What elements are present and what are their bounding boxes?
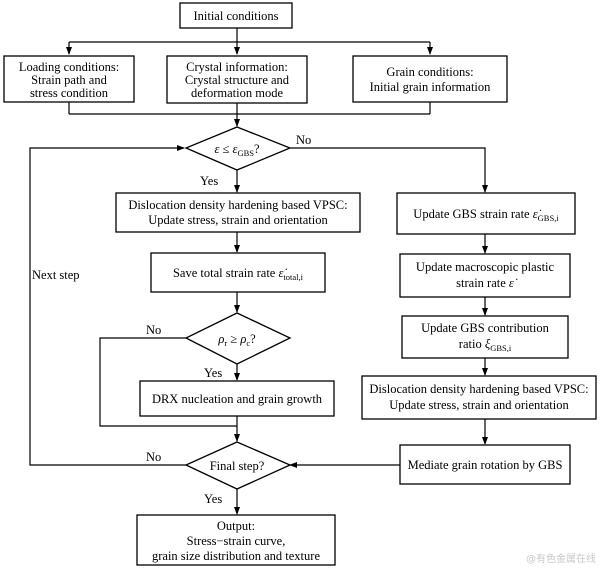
update-macro-line1: Update macroscopic plastic — [416, 260, 555, 274]
connectors — [29, 28, 488, 515]
no-label-rho: No — [146, 323, 161, 337]
initial-conditions-label: Initial conditions — [193, 9, 278, 23]
crystal-line1: Crystal information: — [186, 60, 288, 74]
final-step-diamond: Final step? — [184, 441, 292, 490]
watermark: @有色金属在线 — [526, 552, 596, 565]
decision-gbs-diamond: ε ≤ εGBS? — [184, 126, 292, 171]
final-step-text: Final step? — [210, 459, 265, 473]
update-ratio-line2: ratio ξGBS,i — [459, 337, 512, 353]
vpsc-left-line2: Update stress, strain and orientation — [148, 213, 328, 227]
vpsc-left-line1: Dislocation density hardening based VPSC… — [128, 198, 347, 212]
crystal-line2: Crystal structure and — [185, 73, 290, 87]
output-box: Output: Stress−strain curve, grain size … — [136, 514, 336, 566]
update-ratio-line1: Update GBS contribution — [421, 321, 550, 335]
loading-line2: Strain path and — [31, 73, 107, 87]
output-line2: Stress−strain curve, — [187, 534, 286, 548]
output-line3: grain size distribution and texture — [152, 549, 320, 563]
drx-text: DRX nucleation and grain growth — [152, 392, 323, 406]
update-gbs-ratio-box: Update GBS contribution ratio ξGBS,i — [401, 315, 569, 359]
grain-line2: Initial grain information — [370, 80, 492, 94]
save-total-text: Save total strain rate ε̇total,i — [173, 266, 304, 282]
update-gbs-rate-text: Update GBS strain rate ε̇GBS,i — [413, 207, 559, 223]
grain-conditions-box: Grain conditions: Initial grain informat… — [352, 55, 508, 103]
vpsc-right-line2: Update stress, strain and orientation — [389, 398, 569, 412]
loading-conditions-box: Loading conditions: Strain path and stre… — [3, 55, 135, 103]
yes-label-gbs: Yes — [200, 174, 218, 188]
vpsc-right-line1: Dislocation density hardening based VPSC… — [369, 382, 588, 396]
decision-rho-diamond: ρr ≥ ρc? — [184, 312, 292, 365]
loading-line1: Loading conditions: — [19, 60, 119, 74]
vpsc-left-box: Dislocation density hardening based VPSC… — [115, 192, 361, 233]
next-step-label: Next step — [32, 268, 80, 282]
grain-line1: Grain conditions: — [386, 65, 473, 79]
mediate-grain-rotation-box: Mediate grain rotation by GBS — [399, 444, 571, 485]
yes-label-final: Yes — [204, 492, 222, 506]
update-macro-line2: strain rate ε̇ — [456, 276, 518, 290]
update-gbs-strain-rate-box: Update GBS strain rate ε̇GBS,i — [396, 192, 576, 235]
vpsc-right-box: Dislocation density hardening based VPSC… — [361, 375, 597, 420]
decision-gbs-text: ε ≤ εGBS? — [214, 142, 260, 158]
no-label-gbs: No — [296, 133, 311, 147]
initial-conditions-box: Initial conditions — [179, 2, 293, 29]
output-line1: Output: — [217, 519, 255, 533]
decision-rho-text: ρr ≥ ρc? — [217, 332, 256, 348]
save-total-strain-rate-box: Save total strain rate ε̇total,i — [150, 252, 326, 293]
yes-label-rho: Yes — [204, 366, 222, 380]
drx-box: DRX nucleation and grain growth — [139, 380, 335, 417]
crystal-information-box: Crystal information: Crystal structure a… — [166, 55, 308, 104]
update-macroscopic-box: Update macroscopic plastic strain rate ε… — [399, 253, 571, 298]
mediate-text: Mediate grain rotation by GBS — [408, 458, 563, 472]
crystal-line3: deformation mode — [191, 86, 283, 100]
loading-line3: stress condition — [30, 86, 109, 100]
no-label-final: No — [146, 450, 161, 464]
